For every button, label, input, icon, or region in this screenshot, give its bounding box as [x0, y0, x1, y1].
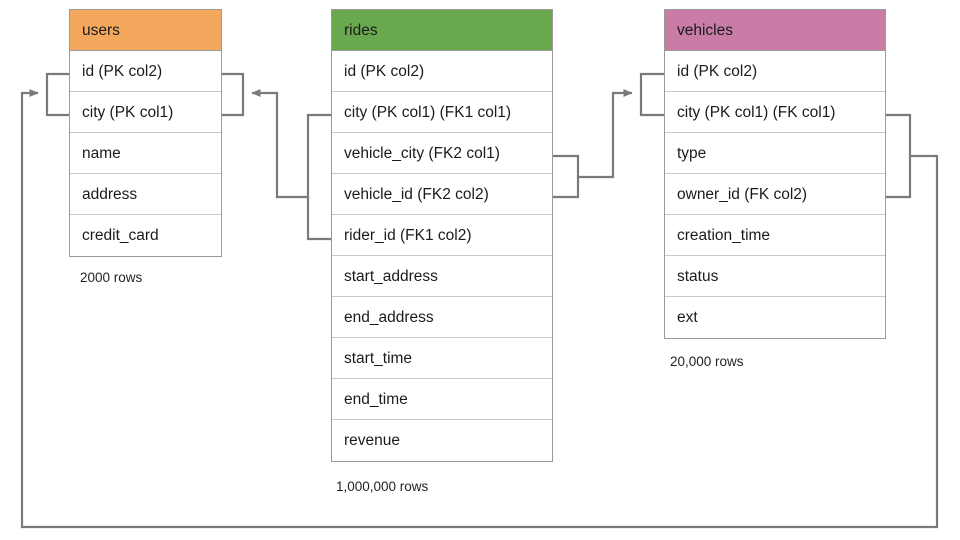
field-users-id[interactable]: id (PK col2): [70, 51, 221, 92]
entity-header-rides: rides: [332, 10, 552, 51]
field-vehicles-type[interactable]: type: [665, 133, 885, 174]
field-rides-rider-id[interactable]: rider_id (FK1 col2): [332, 215, 552, 256]
field-rides-vehicle-id[interactable]: vehicle_id (FK2 col2): [332, 174, 552, 215]
field-rides-vehicle-city[interactable]: vehicle_city (FK2 col1): [332, 133, 552, 174]
field-users-address[interactable]: address: [70, 174, 221, 215]
connector-vehicles-left-bracket: [639, 72, 664, 117]
connector-rides-right-bracket: [553, 154, 580, 199]
field-rides-city[interactable]: city (PK col1) (FK1 col1): [332, 92, 552, 133]
field-vehicles-status[interactable]: status: [665, 256, 885, 297]
field-vehicles-city[interactable]: city (PK col1) (FK col1): [665, 92, 885, 133]
entity-table-users[interactable]: users id (PK col2) city (PK col1) name a…: [69, 9, 222, 257]
field-users-city[interactable]: city (PK col1): [70, 92, 221, 133]
field-rides-start-time[interactable]: start_time: [332, 338, 552, 379]
field-vehicles-ext[interactable]: ext: [665, 297, 885, 338]
field-rides-end-time[interactable]: end_time: [332, 379, 552, 420]
connector-rides-to-vehicles: [578, 89, 633, 179]
row-count-users: 2000 rows: [80, 270, 143, 285]
row-count-vehicles: 20,000 rows: [670, 354, 744, 369]
entity-table-vehicles[interactable]: vehicles id (PK col2) city (PK col1) (FK…: [664, 9, 886, 339]
field-rides-id[interactable]: id (PK col2): [332, 51, 552, 92]
field-users-credit-card[interactable]: credit_card: [70, 215, 221, 256]
field-rides-start-address[interactable]: start_address: [332, 256, 552, 297]
field-vehicles-owner-id[interactable]: owner_id (FK col2): [665, 174, 885, 215]
connector-users-right-bracket: [222, 72, 245, 117]
field-rides-revenue[interactable]: revenue: [332, 420, 552, 461]
connector-vehicles-right-bracket: [886, 113, 912, 199]
field-users-name[interactable]: name: [70, 133, 221, 174]
entity-table-rides[interactable]: rides id (PK col2) city (PK col1) (FK1 c…: [331, 9, 553, 462]
entity-header-users: users: [70, 10, 221, 51]
field-rides-end-address[interactable]: end_address: [332, 297, 552, 338]
connector-users-left-bracket: [45, 72, 69, 117]
row-count-rides: 1,000,000 rows: [336, 479, 429, 494]
field-vehicles-id[interactable]: id (PK col2): [665, 51, 885, 92]
connector-rides-to-users: [251, 89, 308, 199]
field-vehicles-creation-time[interactable]: creation_time: [665, 215, 885, 256]
connector-rides-left-bracket: [306, 113, 331, 241]
entity-header-vehicles: vehicles: [665, 10, 885, 51]
